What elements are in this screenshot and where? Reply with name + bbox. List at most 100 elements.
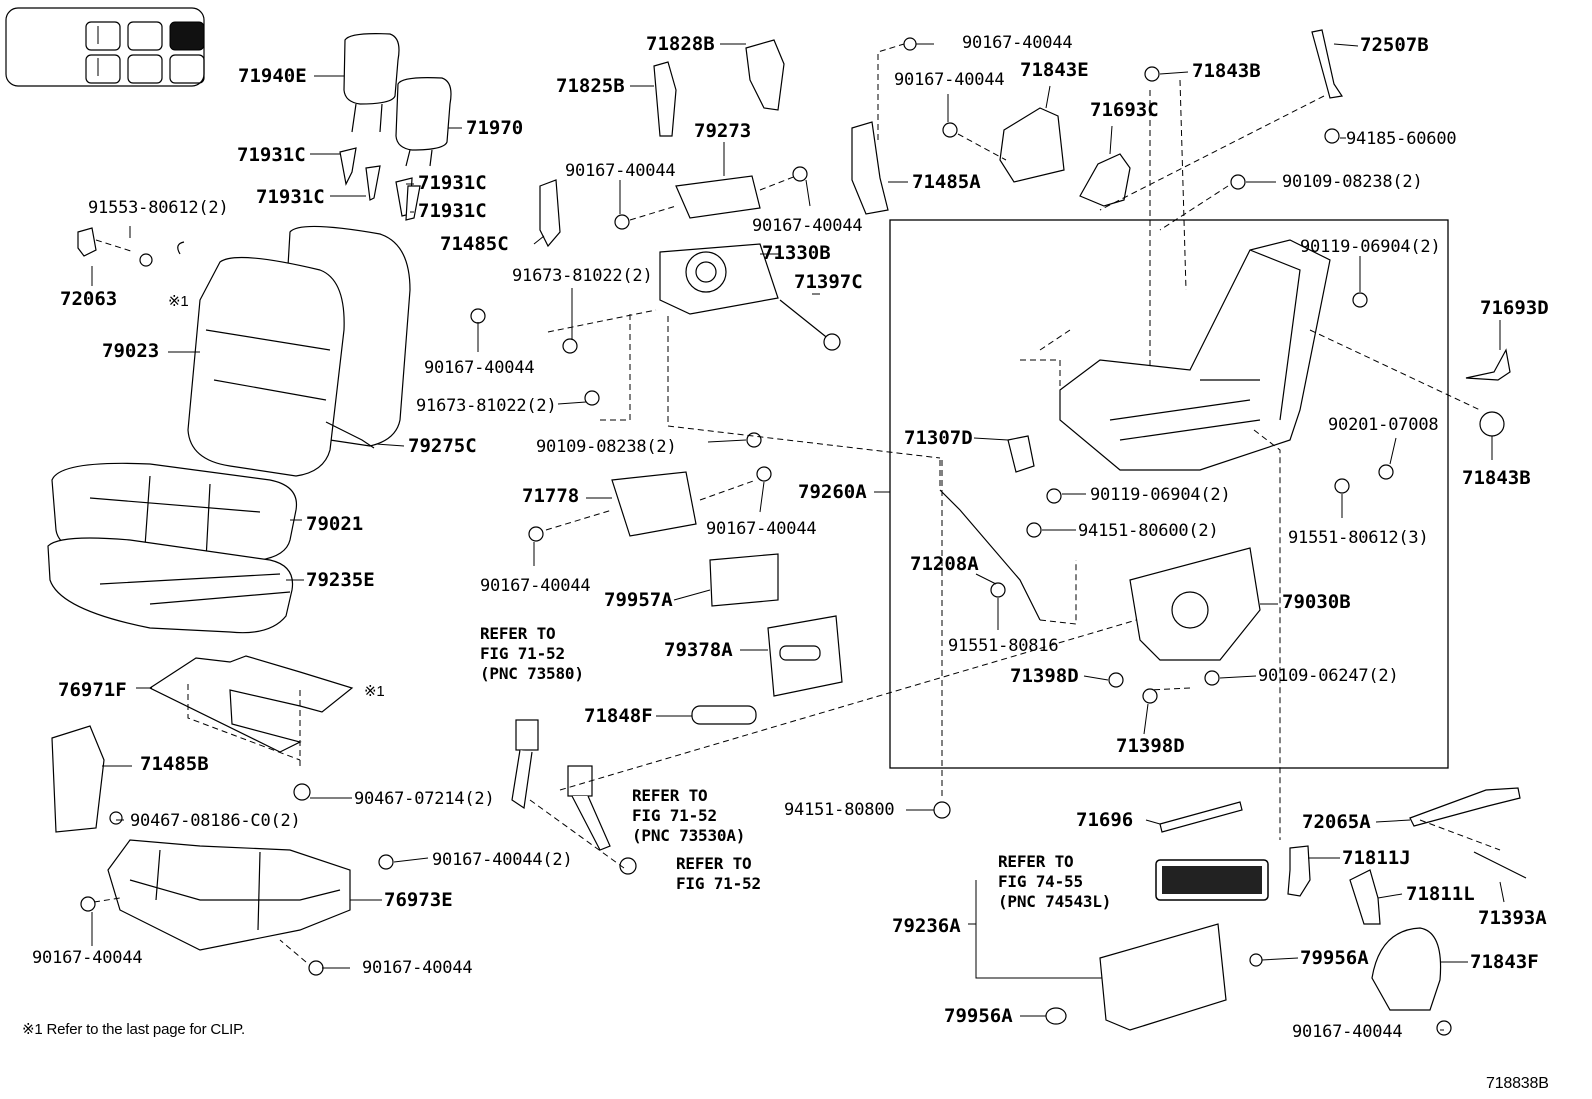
part-number-label[interactable]: 90167-40044 (962, 33, 1073, 53)
part-number-label[interactable]: 90167-40044 (752, 216, 863, 236)
cover-79378A-drawing (767, 615, 843, 697)
part-number-label[interactable]: 79957A (604, 589, 673, 611)
part-number-label[interactable]: 79021 (306, 513, 364, 535)
part-number-label[interactable]: 90167-40044 (32, 948, 143, 968)
part-number-label[interactable]: 94151-80600(2) (1078, 521, 1219, 541)
part-number-label[interactable]: 71931C (237, 144, 306, 166)
part-number-label[interactable]: 79956A (1300, 947, 1369, 969)
part-number-label[interactable]: 79956A (944, 1005, 1013, 1027)
part-number-label[interactable]: 91553-80612(2) (88, 198, 229, 218)
part-number-label[interactable]: 79275C (408, 435, 477, 457)
part-number-label[interactable]: 71330B (762, 242, 831, 264)
part-number-label[interactable]: 71828B (646, 33, 715, 55)
diagram-id: 718838B (1486, 1075, 1549, 1092)
part-number-label[interactable]: 79260A (798, 481, 867, 503)
part-number-label[interactable]: 71931C (418, 200, 487, 222)
part-number-label[interactable]: 76971F (58, 679, 127, 701)
cover-71693C-drawing (1079, 153, 1131, 207)
part-number-label[interactable]: 71931C (418, 172, 487, 194)
part-number-label[interactable]: 76973E (384, 889, 453, 911)
part-number-label[interactable]: 71398D (1116, 735, 1185, 757)
leader-lines (91, 43, 1505, 1031)
part-number-label[interactable]: 71843E (1020, 59, 1089, 81)
part-number-label[interactable]: 71485C (440, 233, 509, 255)
part-number-label[interactable]: 79236A (892, 915, 961, 937)
part-number-label[interactable]: 71811L (1406, 883, 1475, 905)
part-number-label[interactable]: 71398D (1010, 665, 1079, 687)
part-number-label[interactable]: 91551-80612(3) (1288, 528, 1429, 548)
part-number-label[interactable]: 90167-40044 (894, 70, 1005, 90)
cover-79957A-drawing (709, 553, 779, 607)
cover-71843F-drawing (1371, 927, 1452, 1036)
bracket-71307D-drawing (1007, 435, 1035, 473)
part-number-label[interactable]: 79030B (1282, 591, 1351, 613)
part-number-label[interactable]: 90201-07008 (1328, 415, 1439, 435)
part-number-label[interactable]: 90167-40044 (424, 358, 535, 378)
refer-to-fig-71-52-pnc73530a[interactable]: REFER TO FIG 71-52 (PNC 73530A) (632, 786, 746, 845)
part-number-label[interactable]: 71940E (238, 65, 307, 87)
frame-assembly-box (889, 219, 1449, 769)
refer-to-fig-71-52-pnc73580[interactable]: REFER TO FIG 71-52 (PNC 73580) (480, 624, 584, 683)
part-number-label[interactable]: 90167-40044 (362, 958, 473, 978)
part-number-label[interactable]: 90167-40044 (565, 161, 676, 181)
part-number-label[interactable]: 71843B (1462, 467, 1531, 489)
part-number-label[interactable]: 94151-80800 (784, 800, 895, 820)
recliner-71330B-drawing (470, 243, 941, 459)
part-number-label[interactable]: 72507B (1360, 34, 1429, 56)
part-number-label[interactable]: 90167-40044 (1292, 1022, 1403, 1042)
part-number-label[interactable]: 90119-06904(2) (1300, 237, 1441, 257)
part-number-label[interactable]: 71811J (1342, 847, 1411, 869)
part-number-label[interactable]: 71485A (912, 171, 981, 193)
part-number-label[interactable]: 71696 (1076, 809, 1134, 831)
part-number-label[interactable]: 71485B (140, 753, 209, 775)
part-number-label[interactable]: 71825B (556, 75, 625, 97)
part-number-label[interactable]: 71778 (522, 485, 580, 507)
part-number-label[interactable]: 79273 (694, 120, 752, 142)
trim-71485C-drawing (539, 179, 561, 248)
part-number-label[interactable]: 90167-40044 (706, 519, 817, 539)
recliner-79030B-drawing (1108, 547, 1261, 704)
headrest-71970-drawing (395, 77, 452, 167)
part-number-label[interactable]: 71848F (584, 705, 653, 727)
part-number-label[interactable]: 91673-81022(2) (416, 396, 557, 416)
part-number-label[interactable]: 90119-06904(2) (1090, 485, 1231, 505)
part-number-label[interactable]: 90467-07214(2) (354, 789, 495, 809)
part-number-label[interactable]: 71393A (1478, 907, 1547, 929)
part-number-label[interactable]: 71307D (904, 427, 973, 449)
part-number-label[interactable]: 79023 (102, 340, 160, 362)
part-number-label[interactable]: 71843B (1192, 60, 1261, 82)
part-number-label[interactable]: 71208A (910, 553, 979, 575)
refer-to-fig-74-55[interactable]: REFER TO FIG 74-55 (PNC 74543L) (998, 852, 1112, 911)
refer-to-fig-71-52[interactable]: REFER TO FIG 71-52 (676, 854, 761, 893)
part-number-label[interactable]: 71931C (256, 186, 325, 208)
part-number-label[interactable]: 90467-08186-C0(2) (130, 811, 301, 831)
part-number-label[interactable]: 71970 (466, 117, 524, 139)
pad-71848F-drawing (691, 705, 757, 725)
part-number-label[interactable]: 90167-40044 (480, 576, 591, 596)
headrest-71940E-drawing (343, 33, 400, 133)
trim-71828B-drawing (745, 39, 785, 111)
part-number-label[interactable]: 91673-81022(2) (512, 266, 653, 286)
part-number-label[interactable]: 94185-60600 (1346, 129, 1457, 149)
cover-71843E-drawing (942, 107, 1065, 183)
part-number-label[interactable]: 72063 (60, 288, 118, 310)
part-number-label[interactable]: 71693D (1480, 297, 1549, 319)
lever-72065A-drawing (1409, 787, 1527, 879)
part-number-label[interactable]: 71843F (1470, 951, 1539, 973)
part-number-label[interactable]: 90109-08238(2) (1282, 172, 1423, 192)
rod-71696-drawing (1159, 801, 1243, 833)
trim-71825B-drawing (653, 61, 677, 137)
part-number-label[interactable]: 71693C (1090, 99, 1159, 121)
part-number-label[interactable]: 90109-06247(2) (1258, 666, 1399, 686)
part-number-label[interactable]: 72065A (1302, 811, 1371, 833)
label-79236A-drawing (968, 859, 1269, 1031)
part-number-label[interactable]: 79378A (664, 639, 733, 661)
part-number-label[interactable]: 90109-08238(2) (536, 437, 677, 457)
part-number-label[interactable]: 79235E (306, 569, 375, 591)
part-number-label[interactable]: 91551-80816 (948, 636, 1059, 656)
part-number-label[interactable]: 71397C (794, 271, 863, 293)
frame-76973E-drawing (80, 839, 394, 976)
part-number-label[interactable]: 90167-40044(2) (432, 850, 573, 870)
seat-locator-icon (5, 7, 205, 87)
